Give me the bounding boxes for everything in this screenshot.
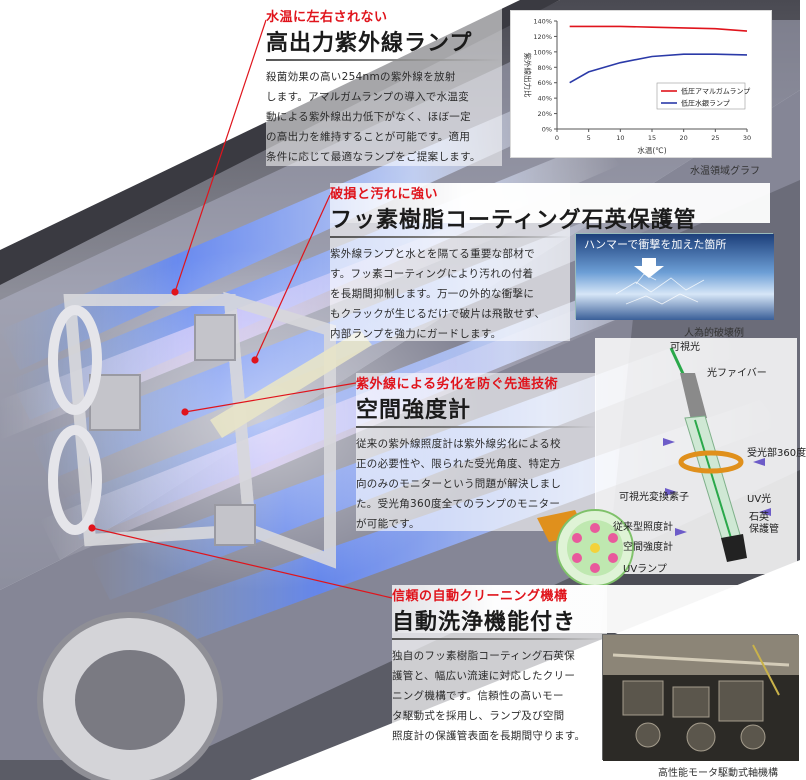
- cleaning-line: 照度計の保護管表面を長期間守ります。: [392, 730, 586, 742]
- x-tick-label: 0: [555, 134, 559, 142]
- motor-mechanism-image: [603, 635, 799, 761]
- cleaning-panel: 信頼の自動クリーニング機構 自動洗浄機能付き 独自のフッ素樹脂コーティング石英保…: [392, 585, 607, 770]
- lamp-rule: [266, 59, 502, 61]
- x-axis-label: 水温(℃): [637, 145, 666, 155]
- legend-label: 低圧アマルガムランプ: [681, 87, 750, 96]
- coating-subtitle: 破損と汚れに強い: [330, 187, 439, 202]
- space-meter-diagram: [537, 338, 797, 587]
- coating-panel: 破損と汚れに強い フッ素樹脂コーティング石英保護管 紫外線ランプと水とを隔てる重…: [330, 183, 697, 344]
- label-visible-light: 可視光: [670, 342, 700, 353]
- meter-panel: 紫外線による劣化を防ぐ先進技術 空間強度計 従来の紫外線照度計は紫外線劣化による…: [356, 373, 596, 531]
- y-tick-label: 40%: [538, 95, 552, 103]
- lamp-panel: 水温に左右されない 高出力紫外線ランプ 殺菌効果の高い254nmの紫外線を放射 …: [266, 6, 502, 166]
- impact-photo: ハンマーで衝撃を加えた箇所: [575, 233, 774, 320]
- lamp-line: の高出力を維持することが可能です。適用: [266, 131, 471, 143]
- meter-body: 従来の紫外線照度計は紫外線劣化による校 正の必要性や、限られた受光角度、特定方 …: [356, 434, 596, 534]
- cleaning-line: 護管と、幅広い流速に対応したクリー: [392, 670, 576, 682]
- meter-line: が可能です。: [356, 518, 420, 530]
- meter-rule: [356, 426, 596, 428]
- cleaning-body: 独自のフッ素樹脂コーティング石英保 護管と、幅広い流速に対応したクリー ニング機…: [392, 646, 607, 746]
- x-tick-label: 15: [648, 134, 656, 142]
- coating-line: を長期間抑制します。万一の外的な衝撃に: [330, 288, 535, 300]
- label-uv-light: UV光: [747, 494, 772, 505]
- y-tick-label: 100%: [533, 48, 552, 56]
- lamp-line: します。アマルガムランプの導入で水温変: [266, 91, 469, 103]
- meter-title: 空間強度計: [356, 398, 472, 423]
- label-optical-fiber: 光ファイバー: [707, 368, 767, 379]
- label-converter: 可視光変換素子: [619, 492, 689, 503]
- lamp-body: 殺菌効果の高い254nmの紫外線を放射 します。アマルガムランプの導入で水温変 …: [266, 67, 502, 167]
- impact-photo-caption: 人為的破壊例: [684, 328, 744, 339]
- x-tick-label: 10: [616, 134, 624, 142]
- coating-line: す。フッ素コーティングにより汚れの付着: [330, 268, 534, 280]
- legend-box: [656, 82, 746, 110]
- label-uv-lamp: UVランプ: [623, 564, 667, 575]
- y-tick-label: 120%: [533, 33, 552, 41]
- series-line: [569, 25, 748, 32]
- y-tick-label: 20%: [538, 110, 552, 118]
- lamp-line: 殺菌効果の高い254nmの紫外線を放射: [266, 71, 456, 83]
- lamp-line: 動による紫外線出力低下がなく、ほぼ一定: [266, 111, 471, 123]
- lamp-subtitle: 水温に左右されない: [266, 10, 388, 25]
- coating-body: 紫外線ランプと水とを隔てる重要な部材で す。フッ素コーティングにより汚れの付着 …: [330, 244, 570, 344]
- y-tick-label: 0%: [542, 126, 552, 134]
- cleaning-line: タ駆動式を採用し、ランプ及び空間: [392, 710, 565, 722]
- water-temp-chart: 0% 20% 40% 60% 80% 100% 120% 140% 0 5 10 15 20 25 30 水温…: [510, 10, 772, 158]
- cleaning-line: 独自のフッ素樹脂コーティング石英保: [392, 650, 575, 662]
- meter-line: 従来の紫外線照度計は紫外線劣化による校: [356, 438, 561, 450]
- chart-svg: 0% 20% 40% 60% 80% 100% 120% 140% 0 5 10 15 20 25 30 水温…: [523, 18, 751, 156]
- cleaning-subtitle: 信頼の自動クリーニング機構: [392, 589, 568, 604]
- series-line: [569, 53, 748, 84]
- y-tick-label: 60%: [538, 79, 552, 87]
- x-tick-label: 5: [587, 134, 591, 142]
- meter-line: た。受光角360度全てのランプのモニター: [356, 498, 561, 510]
- coating-line: もクラックが生じるだけで破片は飛散せず、: [330, 308, 546, 320]
- legend-label: 低圧水銀ランプ: [681, 99, 730, 108]
- x-tick-label: 25: [711, 134, 719, 142]
- y-tick-label: 140%: [533, 18, 552, 26]
- coating-title: フッ素樹脂コーティング石英保護管: [330, 208, 697, 233]
- x-tick-label: 20: [680, 134, 688, 142]
- coating-rule: [330, 236, 570, 238]
- lamp-line: 条件に応じて最適なランプをご提案します。: [266, 151, 481, 163]
- cleaning-line: ニング機構です。信頼性の高いモー: [392, 690, 564, 702]
- label-quartz-tube: 石英 保護管: [749, 512, 779, 535]
- meter-subtitle: 紫外線による劣化を防ぐ先進技術: [356, 377, 559, 392]
- motor-mechanism-photo: [602, 634, 799, 761]
- coating-line: 紫外線ランプと水とを隔てる重要な部材で: [330, 248, 535, 260]
- x-tick-label: 30: [743, 134, 751, 142]
- meter-line: 正の必要性や、限られた受光角度、特定方: [356, 458, 561, 470]
- cleaning-rule: [392, 638, 607, 640]
- label-receiver: 受光部360度: [747, 448, 806, 459]
- lamp-title: 高出力紫外線ランプ: [266, 31, 473, 56]
- motor-photo-caption: 高性能モータ駆動式軸機構: [658, 768, 778, 779]
- cleaning-title: 自動洗浄機能付き: [392, 610, 577, 635]
- coating-line: 内部ランプを強力にガードします。: [330, 328, 502, 340]
- impact-photo-image: [576, 234, 774, 320]
- impact-photo-label: ハンマーで衝撃を加えた箇所: [584, 238, 727, 251]
- label-space-meter: 空間強度計: [623, 542, 673, 553]
- meter-line: 向のみのモニターという問題が解決しまし: [356, 478, 562, 490]
- y-tick-label: 80%: [538, 64, 552, 72]
- chart-caption: 水温領域グラフ: [690, 166, 760, 177]
- y-axis-label: 紫外線出力比: [523, 53, 533, 98]
- space-meter-figure: 可視光 光ファイバー 受光部360度 可視光変換素子 UV光 石英 保護管 従来…: [535, 338, 806, 587]
- label-legacy-meter: 従来型照度計: [613, 522, 673, 533]
